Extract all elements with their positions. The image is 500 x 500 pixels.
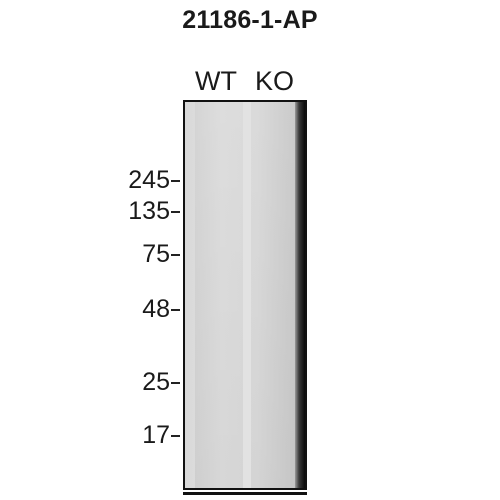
marker-label: 135 [128,197,170,225]
marker-label: 17 [142,421,170,449]
marker-tick [171,211,180,214]
marker-label: 25 [142,368,170,396]
lane-ko-strip [251,102,295,488]
lane-label-wt: WT [195,66,237,96]
marker-48: 48 [142,297,180,322]
lane-wt-strip [195,102,243,488]
blot-background [185,102,305,488]
marker-135: 135 [128,199,180,224]
marker-245: 245 [128,168,180,193]
marker-tick [171,309,180,312]
lane-label-ko: KO [255,66,295,96]
blot-membrane [183,100,307,490]
marker-tick [171,254,180,257]
marker-tick [171,435,180,438]
blot-bottom-line [183,492,307,495]
marker-25: 25 [142,370,180,395]
antibody-title: 21186-1-AP [182,6,318,34]
marker-tick [171,382,180,385]
marker-label: 75 [142,240,170,268]
marker-17: 17 [142,423,180,448]
marker-label: 48 [142,295,170,323]
marker-tick [171,180,180,183]
marker-75: 75 [142,242,180,267]
blot-edge [295,102,305,488]
marker-label: 245 [128,166,170,194]
